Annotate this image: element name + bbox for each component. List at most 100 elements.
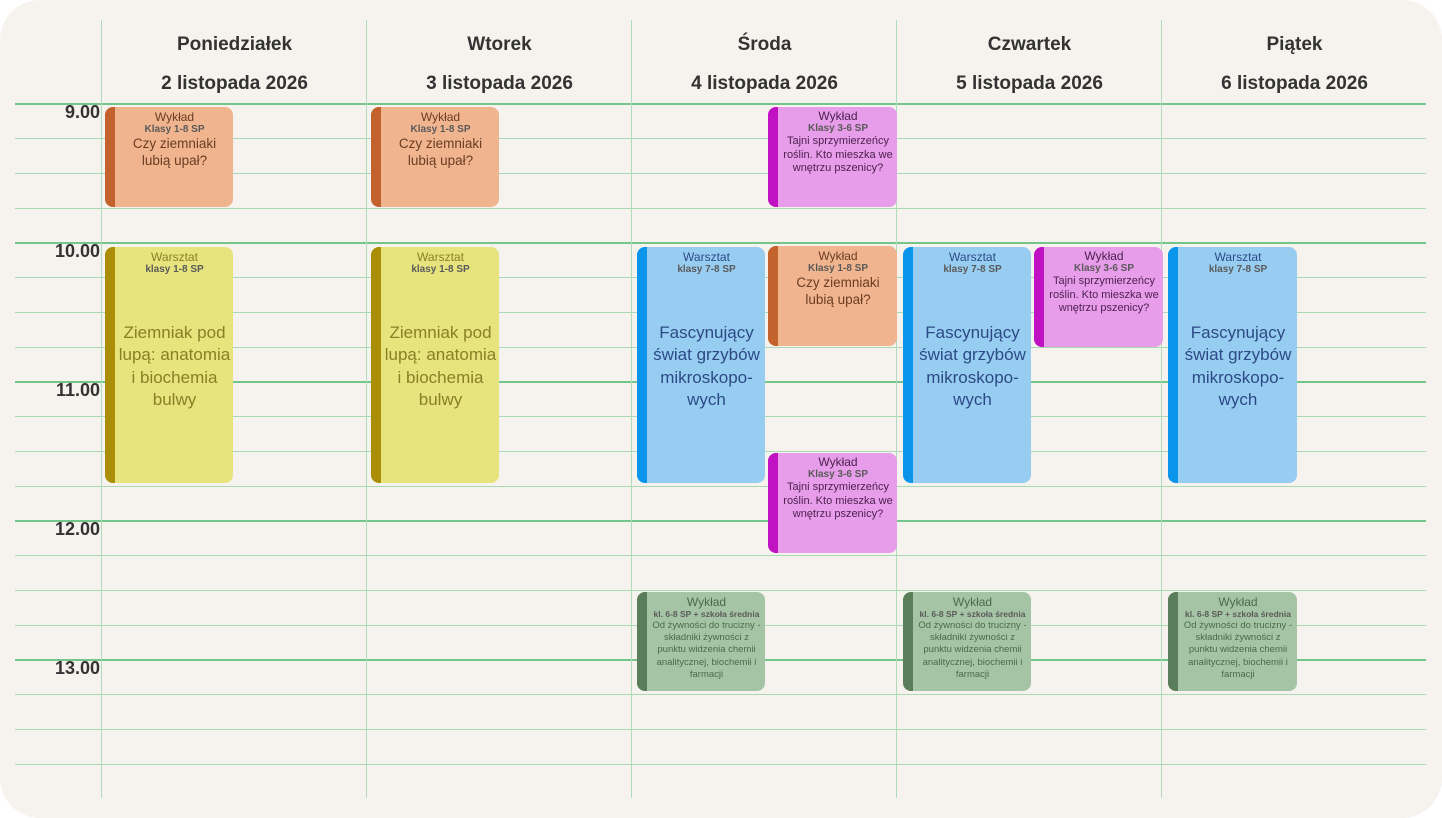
- event-title: Czy ziemniaki lubią upał?: [132, 136, 217, 168]
- day-date: 4 listopada 2026: [691, 73, 838, 94]
- hour-label-10: 10.00: [54, 241, 100, 261]
- event-card[interactable]: Wykład Klasy 1-8 SP Czy ziemniaki lubią …: [768, 246, 897, 346]
- event-type: Wykład: [420, 110, 461, 124]
- event-color-bar: [903, 247, 913, 483]
- event-card[interactable]: Wykład kl. 6-8 SP + szkoła średnia Od ży…: [637, 592, 765, 691]
- grid-line: [15, 764, 1426, 765]
- event-card[interactable]: Warsztat klasy 7-8 SP Fascynujący świat …: [637, 247, 765, 483]
- event-type: Wykład: [818, 249, 858, 263]
- event-audience: klasy 7-8 SP: [677, 264, 736, 276]
- event-card[interactable]: Warsztat klasy 1-8 SP Ziemniak pod lupą:…: [105, 247, 233, 483]
- event-card[interactable]: Wykład Klasy 1-8 SP Czy ziemniaki lubią …: [371, 107, 499, 207]
- event-audience: Klasy 3-6 SP: [807, 123, 869, 135]
- event-type: Wykład: [154, 110, 195, 124]
- event-color-bar: [1168, 247, 1178, 483]
- column-divider: [366, 20, 367, 798]
- event-title: Czy ziemniaki lubią upał?: [796, 275, 880, 307]
- event-card[interactable]: Warsztat klasy 1-8 SP Ziemniak pod lupą:…: [371, 247, 499, 483]
- event-audience: klasy 7-8 SP: [943, 264, 1002, 276]
- day-name: Czwartek: [987, 34, 1072, 55]
- event-title: Ziemniak pod lupą: anatomia i biochemia …: [118, 323, 231, 409]
- event-card[interactable]: Wykład Klasy 3-6 SP Tajni sprzymierzeńcy…: [1034, 247, 1163, 347]
- event-title: Ziemniak pod lupą: anatomia i biochemia …: [384, 323, 497, 409]
- event-audience: Klasy 3-6 SP: [1073, 263, 1135, 275]
- event-title: Fascynujący świat grzybów mikroskopo-wyc…: [919, 323, 1026, 409]
- event-color-bar: [768, 453, 778, 553]
- hour-line-10: [15, 242, 1426, 244]
- hour-label-12: 12.00: [54, 519, 100, 539]
- event-card[interactable]: Wykład kl. 6-8 SP + szkoła średnia Od ży…: [903, 592, 1031, 691]
- event-type: Warsztat: [683, 250, 730, 264]
- event-card[interactable]: Wykład Klasy 3-6 SP Tajni sprzymierzeńcy…: [768, 453, 897, 553]
- event-color-bar: [768, 246, 778, 346]
- day-header-friday: Piątek 6 listopada 2026: [1162, 30, 1427, 104]
- event-type: Wykład: [818, 455, 858, 469]
- event-type: Wykład: [686, 595, 727, 609]
- event-type: Warsztat: [417, 250, 464, 264]
- event-title: Od żywności do trucizny - składniki żywn…: [652, 619, 761, 680]
- event-card[interactable]: Warsztat klasy 7-8 SP Fascynujący świat …: [1168, 247, 1297, 483]
- day-name: Środa: [737, 34, 792, 55]
- grid-line: [15, 208, 1426, 209]
- event-type: Warsztat: [1214, 250, 1262, 264]
- hour-label-9: 9.00: [64, 102, 100, 122]
- event-color-bar: [903, 592, 913, 691]
- hour-label-13: 13.00: [54, 658, 100, 678]
- grid-line: [15, 590, 1426, 591]
- grid-line: [15, 173, 1426, 174]
- event-type: Wykład: [818, 109, 858, 123]
- event-color-bar: [105, 247, 115, 483]
- column-divider: [896, 20, 897, 798]
- event-type: Wykład: [1084, 249, 1124, 263]
- event-audience: Klasy 1-8 SP: [410, 124, 471, 136]
- event-title: Od żywności do trucizny - składniki żywn…: [918, 619, 1027, 680]
- event-audience: klasy 1-8 SP: [411, 264, 470, 276]
- event-title: Tajni sprzymierzeńcy roślin. Kto mieszka…: [1049, 275, 1159, 314]
- event-type: Wykład: [1218, 595, 1258, 609]
- event-audience: Klasy 1-8 SP: [144, 124, 205, 136]
- column-divider: [1161, 20, 1162, 798]
- event-color-bar: [371, 247, 381, 483]
- grid-line: [15, 555, 1426, 556]
- event-audience: kl. 6-8 SP + szkoła średnia: [653, 609, 760, 620]
- day-date: 3 listopada 2026: [426, 73, 573, 94]
- day-date: 2 listopada 2026: [161, 73, 308, 94]
- event-title: Fascynujący świat grzybów mikroskopo-wyc…: [653, 323, 760, 409]
- column-divider: [631, 20, 632, 798]
- event-color-bar: [637, 592, 647, 691]
- event-audience: kl. 6-8 SP + szkoła średnia: [919, 609, 1026, 620]
- event-card[interactable]: Wykład Klasy 1-8 SP Czy ziemniaki lubią …: [105, 107, 233, 207]
- event-color-bar: [637, 247, 647, 483]
- column-divider: [101, 20, 102, 798]
- event-audience: klasy 1-8 SP: [145, 264, 204, 276]
- event-title: Czy ziemniaki lubią upał?: [398, 136, 483, 168]
- event-title: Fascynujący świat grzybów mikroskopo-wyc…: [1184, 323, 1292, 409]
- event-card[interactable]: Warsztat klasy 7-8 SP Fascynujący świat …: [903, 247, 1031, 483]
- event-type: Warsztat: [151, 250, 198, 264]
- event-color-bar: [371, 107, 381, 207]
- day-name: Wtorek: [467, 34, 532, 55]
- event-audience: Klasy 1-8 SP: [807, 263, 869, 275]
- day-header-thursday: Czwartek 5 listopada 2026: [897, 30, 1162, 104]
- day-date: 6 listopada 2026: [1221, 73, 1368, 94]
- event-card[interactable]: Wykład Klasy 3-6 SP Tajni sprzymierzeńcy…: [768, 107, 897, 207]
- day-header-tuesday: Wtorek 3 listopada 2026: [367, 30, 632, 104]
- event-title: Tajni sprzymierzeńcy roślin. Kto mieszka…: [783, 481, 893, 520]
- day-header-wednesday: Środa 4 listopada 2026: [632, 30, 897, 104]
- event-color-bar: [1034, 247, 1044, 347]
- day-name: Poniedziałek: [176, 34, 293, 55]
- grid-line: [15, 486, 1426, 487]
- hour-label-11: 11.00: [55, 380, 100, 400]
- event-type: Wykład: [952, 595, 993, 609]
- day-date: 5 listopada 2026: [956, 73, 1103, 94]
- event-color-bar: [105, 107, 115, 207]
- event-audience: klasy 7-8 SP: [1208, 264, 1268, 276]
- event-type: Warsztat: [949, 250, 996, 264]
- hour-line-9: [15, 103, 1426, 105]
- grid-line: [15, 694, 1426, 695]
- event-card[interactable]: Wykład kl. 6-8 SP + szkoła średnia Od ży…: [1168, 592, 1297, 691]
- event-color-bar: [1168, 592, 1178, 691]
- grid-line: [15, 729, 1426, 730]
- hour-line-12: [15, 520, 1426, 522]
